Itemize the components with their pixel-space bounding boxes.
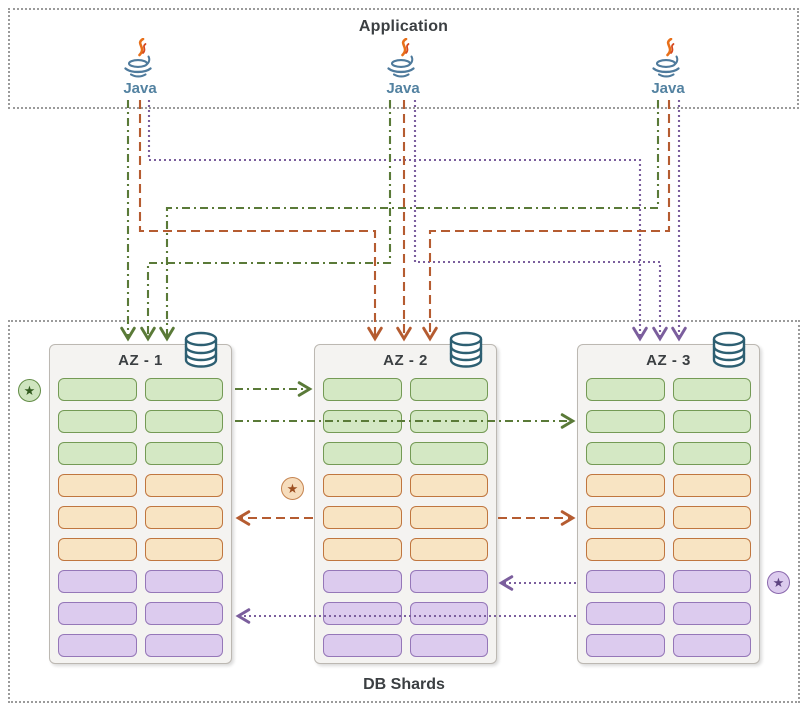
java1-to-az2: [138, 100, 383, 342]
shard-pill-orange: [409, 538, 488, 561]
shard-pill-purple: [144, 634, 223, 657]
shard-pill-orange: [586, 538, 665, 561]
application-title: Application: [358, 18, 449, 35]
shard-pill-green: [58, 378, 137, 401]
star-glyph: ★: [286, 481, 299, 496]
shard-pill-purple: [323, 570, 402, 593]
shard-pill-green: [672, 442, 751, 465]
az-card-2: AZ - 2: [314, 331, 497, 664]
shard-grid: [323, 378, 488, 657]
shard-pill-purple: [58, 634, 137, 657]
shard-pill-green: [586, 410, 665, 433]
primary-star-orange-icon: ★: [281, 477, 304, 500]
database-icon: [712, 331, 746, 368]
java-label: Java: [123, 80, 157, 97]
java-logo-icon: [124, 38, 152, 78]
shard-pill-orange: [323, 538, 402, 561]
az-card-3: AZ - 3: [577, 331, 760, 664]
shard-pill-purple: [586, 570, 665, 593]
shard-pill-orange: [144, 506, 223, 529]
az-title: AZ - 3: [646, 352, 691, 369]
shard-pill-orange: [323, 474, 402, 497]
shard-pill-purple: [58, 602, 137, 625]
java1-to-az3: [147, 100, 648, 342]
java3-to-az1: [159, 100, 660, 342]
shard-pill-orange: [586, 474, 665, 497]
shard-pill-orange: [144, 474, 223, 497]
shard-pill-green: [409, 378, 488, 401]
az-card-1: AZ - 1: [49, 331, 232, 664]
database-icon: [449, 331, 483, 368]
shard-pill-purple: [323, 602, 402, 625]
shard-pill-green: [586, 442, 665, 465]
shard-pill-green: [323, 378, 402, 401]
java-instance-2: Java: [375, 38, 431, 97]
java2-to-az1: [140, 100, 392, 342]
shard-pill-orange: [672, 538, 751, 561]
shard-grid: [586, 378, 751, 657]
shard-pill-green: [672, 378, 751, 401]
shard-pill-green: [144, 378, 223, 401]
java-logo-icon: [387, 38, 415, 78]
shard-pill-green: [409, 442, 488, 465]
primary-star-green-icon: ★: [18, 379, 41, 402]
shard-pill-green: [323, 410, 402, 433]
java-instance-1: Java: [112, 38, 168, 97]
shard-pill-orange: [144, 538, 223, 561]
shard-pill-purple: [58, 570, 137, 593]
java-logo-icon: [652, 38, 680, 78]
shard-pill-purple: [144, 570, 223, 593]
shard-pill-purple: [323, 634, 402, 657]
shard-pill-orange: [58, 506, 137, 529]
shard-pill-purple: [409, 602, 488, 625]
java3-to-az2: [422, 100, 671, 342]
shard-pill-orange: [409, 506, 488, 529]
shard-pill-purple: [409, 634, 488, 657]
shard-pill-purple: [672, 634, 751, 657]
db-shards-title: DB Shards: [363, 676, 445, 693]
shard-pill-purple: [586, 634, 665, 657]
shard-pill-green: [144, 442, 223, 465]
shard-pill-green: [672, 410, 751, 433]
shard-pill-purple: [144, 602, 223, 625]
az-title: AZ - 2: [383, 352, 428, 369]
shard-pill-green: [144, 410, 223, 433]
az-title: AZ - 1: [118, 352, 163, 369]
shard-pill-green: [58, 442, 137, 465]
shard-pill-orange: [586, 506, 665, 529]
shard-pill-green: [323, 442, 402, 465]
shard-pill-orange: [323, 506, 402, 529]
shard-pill-green: [58, 410, 137, 433]
star-glyph: ★: [772, 575, 785, 590]
shard-pill-orange: [409, 474, 488, 497]
database-icon: [184, 331, 218, 368]
java-label: Java: [386, 80, 420, 97]
shard-pill-purple: [409, 570, 488, 593]
java-label: Java: [651, 80, 685, 97]
java2-to-az3: [413, 100, 668, 342]
primary-star-purple-icon: ★: [767, 571, 790, 594]
shard-grid: [58, 378, 223, 657]
shard-pill-orange: [58, 474, 137, 497]
star-glyph: ★: [23, 383, 36, 398]
shard-pill-green: [409, 410, 488, 433]
shard-pill-purple: [586, 602, 665, 625]
shard-pill-purple: [672, 570, 751, 593]
shard-pill-purple: [672, 602, 751, 625]
shard-pill-orange: [672, 506, 751, 529]
shard-pill-orange: [58, 538, 137, 561]
shard-pill-orange: [672, 474, 751, 497]
java-instance-3: Java: [640, 38, 696, 97]
shard-pill-green: [586, 378, 665, 401]
